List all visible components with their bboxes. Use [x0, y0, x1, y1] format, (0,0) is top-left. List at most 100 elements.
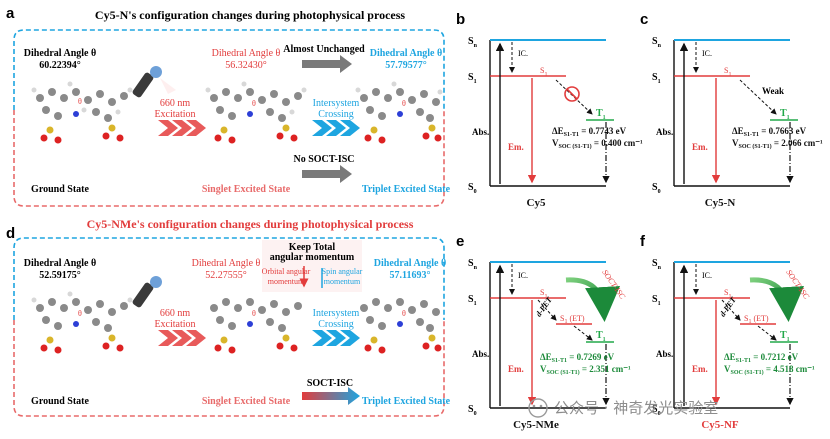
label-s1-red: S1 — [724, 288, 731, 300]
excitation-label-2: Excitation — [154, 109, 195, 120]
panel_f-line: ΔES1-T1 = 0.7212 eV — [724, 352, 799, 364]
angle-value-singlet: 56.32430° — [225, 60, 267, 71]
no-socti-label: No SOCT-ISC — [293, 154, 354, 165]
keep-total-1: Keep Total — [289, 242, 336, 253]
panel-letter-panel_e: e — [456, 233, 464, 250]
label-s1-red: S1 — [724, 66, 731, 78]
em-label: Em. — [508, 142, 524, 152]
panel-a-title: Cy5-N's configuration changes during pho… — [95, 8, 405, 22]
label-t1: T1 — [780, 108, 790, 121]
label-s1: S1 — [652, 294, 661, 307]
panel-letter-panel_c: c — [640, 11, 648, 28]
compound-name: Cy5-NMe — [513, 419, 559, 431]
isc-label-1-d: Intersystem — [313, 308, 360, 319]
no-socti-arrow — [302, 165, 352, 183]
ic-label: IC. — [702, 271, 712, 280]
panel-d-frame-bottom — [13, 320, 445, 417]
socti-label-d: SOCT-ISC — [307, 378, 353, 389]
label-s1: S1 — [652, 72, 661, 85]
abs-label: Abs. — [472, 349, 489, 359]
socti-curve — [565, 277, 620, 322]
unchanged-arrow — [302, 55, 352, 73]
label-sn: Sn — [468, 258, 478, 271]
state-triplet-a: Triplet Excited State — [362, 184, 451, 195]
state-singlet-a: Singlet Excited State — [202, 184, 291, 195]
abs-label: Abs. — [472, 127, 489, 137]
molecule-singlet-d: θ — [210, 298, 302, 354]
orbital-label-1: Orbital angular — [262, 267, 311, 276]
label-sn: Sn — [652, 36, 662, 49]
label-s0: S0 — [468, 404, 477, 417]
et-isc-arrow — [757, 325, 777, 341]
socti-curve-label: SOCT-ISC — [784, 268, 811, 301]
state-ground-a: Ground State — [31, 184, 89, 195]
wechat-icon — [528, 398, 548, 418]
panel-letter-a: a — [6, 5, 15, 22]
angle-label-triplet: Dihedral Angle θ — [370, 48, 442, 59]
molecule-triplet-d: θ — [360, 298, 442, 354]
blocked-icon — [564, 86, 580, 102]
panel_c-soc-line: VSOC (S1-T1) = 2.066 cm⁻¹ — [732, 138, 823, 150]
almost-unchanged-label: Almost Unchanged — [283, 44, 365, 55]
panel-d: d Cy5-NMe's configuration changes during… — [6, 217, 451, 417]
isc-label-2-d: Crossing — [318, 319, 354, 330]
state-ground-d: Ground State — [31, 396, 89, 407]
excitation-chevrons-d — [158, 330, 206, 346]
em-label: Em. — [508, 364, 524, 374]
label-t1: T1 — [780, 330, 790, 343]
spin-label-1: Spin angular — [322, 267, 363, 276]
label-s1-et: S1 (ET) — [560, 314, 585, 325]
angle-label-ground: Dihedral Angle θ — [24, 48, 96, 59]
keep-total-2: angular momentum — [270, 252, 355, 263]
molecule-triplet: θ — [355, 81, 443, 144]
abs-label: Abs. — [656, 349, 673, 359]
molecule-singlet: θ — [205, 81, 307, 144]
label-t1: T1 — [596, 108, 606, 121]
panel_e-line: ΔES1-T1 = 0.7269 eV — [540, 352, 615, 364]
label-s0: S0 — [468, 182, 477, 195]
compound-name: Cy5 — [527, 197, 546, 209]
panel_f-soc-line: VSOC (S1-T1) = 4.518 cm⁻¹ — [724, 364, 815, 376]
em-label: Em. — [692, 142, 708, 152]
label-t1: T1 — [596, 330, 606, 343]
theta-mark-4: θ — [78, 309, 82, 318]
state-triplet-d: Triplet Excited State — [362, 396, 451, 407]
molecule-ground-d: θ — [31, 291, 133, 354]
panel-d-title: Cy5-NMe's configuration changes during p… — [87, 217, 414, 231]
theta-mark-2: θ — [252, 99, 256, 108]
orbital-label-2: momentum — [268, 277, 305, 286]
angle-value-triplet-d: 57.11693° — [390, 270, 431, 281]
angle-value-singlet-d: 52.27555° — [205, 270, 247, 281]
state-singlet-d: Singlet Excited State — [202, 396, 291, 407]
isc-label-2: Crossing — [318, 109, 354, 120]
abs-label: Abs. — [656, 127, 673, 137]
panel-letter-panel_b: b — [456, 11, 465, 28]
isc-label-1: Intersystem — [313, 98, 360, 109]
isc-chevrons — [312, 120, 360, 136]
angle-label-triplet-d: Dihedral Angle θ — [374, 258, 446, 269]
panel-d-frame-top — [13, 237, 445, 320]
isc-arrow — [555, 79, 593, 115]
label-s1-red: S1 — [540, 288, 547, 300]
label-s1: S1 — [468, 72, 477, 85]
compound-name: Cy5-N — [705, 197, 736, 209]
flashlight-icon — [132, 66, 176, 98]
theta-mark-5: θ — [252, 309, 256, 318]
excitation-label-2-d: Excitation — [154, 319, 195, 330]
socti-curve-label: SOCT-ISC — [600, 268, 627, 301]
panel_b-line: ΔES1-T1 = 0.7743 eV — [552, 126, 627, 138]
ic-label: IC. — [518, 271, 528, 280]
angle-label-singlet-d: Dihedral Angle θ — [192, 258, 261, 269]
et-isc-arrow — [573, 325, 593, 341]
spin-label-2: momentum — [324, 277, 361, 286]
panel-a-frame-bottom — [13, 110, 445, 207]
compound-name: Cy5-NF — [701, 419, 739, 431]
angular-momentum-box — [262, 240, 362, 292]
label-sn: Sn — [652, 258, 662, 271]
flashlight-icon-d — [132, 276, 162, 308]
watermark-text: 公众号 · 神奇发光实验室 — [554, 399, 718, 417]
label-sn: Sn — [468, 36, 478, 49]
